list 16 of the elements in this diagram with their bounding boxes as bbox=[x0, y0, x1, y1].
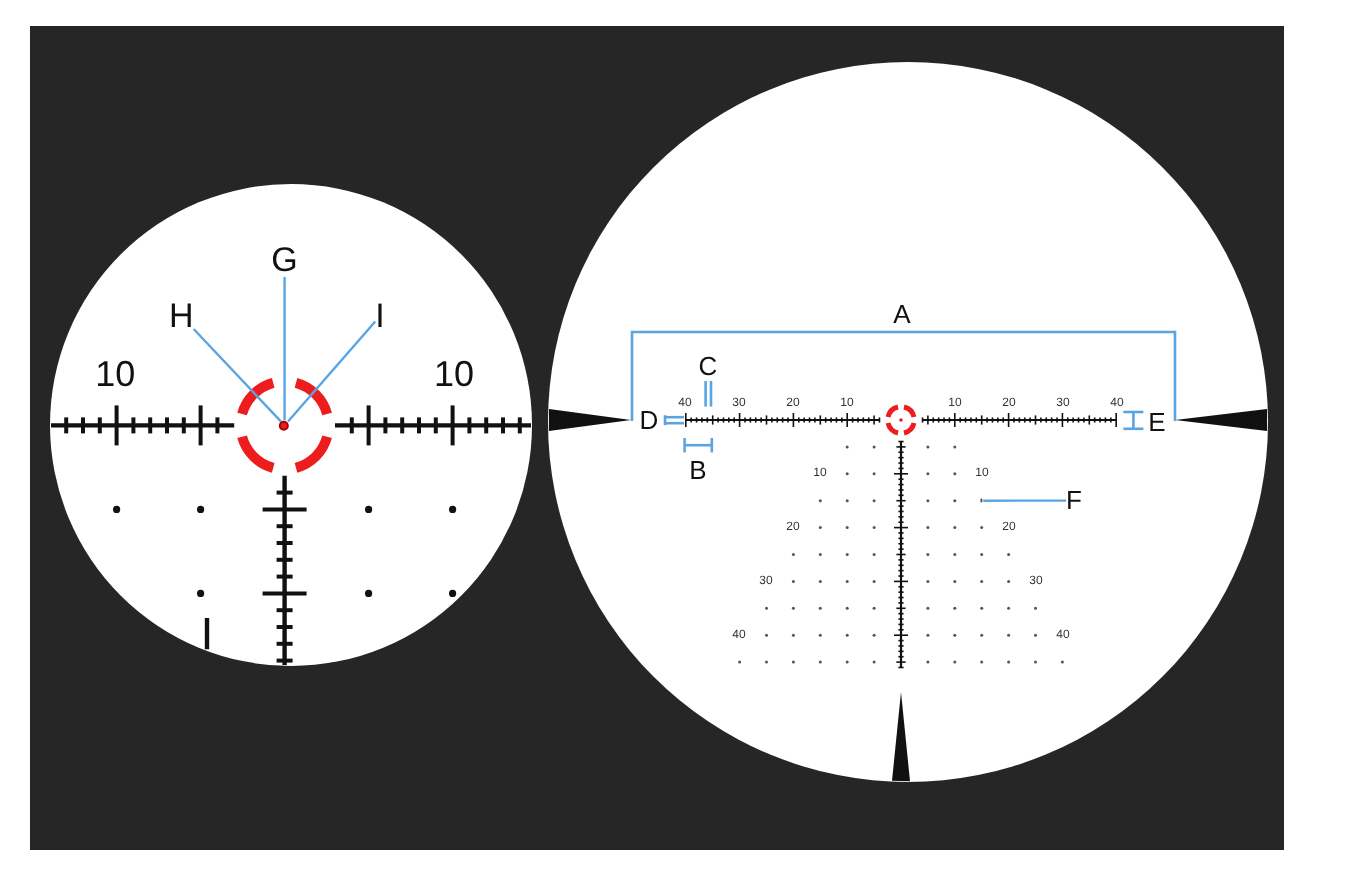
callout-letter: E bbox=[1148, 408, 1166, 435]
callout-letter: D bbox=[639, 407, 659, 434]
scale-number: 10 bbox=[433, 356, 475, 392]
scale-number: 10 bbox=[95, 356, 136, 392]
callout-letter: A bbox=[893, 301, 911, 327]
callout-letter: C bbox=[698, 353, 718, 379]
callout-letter: G bbox=[271, 243, 298, 277]
leader-line bbox=[287, 320, 377, 423]
callout-letter: I bbox=[375, 299, 385, 333]
callout-letter: B bbox=[689, 456, 707, 482]
leader-line bbox=[283, 277, 286, 421]
callout-letter: H bbox=[169, 299, 194, 333]
leader-line bbox=[192, 328, 282, 423]
callout-letter: F bbox=[1066, 487, 1082, 514]
leader-line bbox=[983, 499, 1067, 502]
center-dot bbox=[279, 420, 290, 431]
